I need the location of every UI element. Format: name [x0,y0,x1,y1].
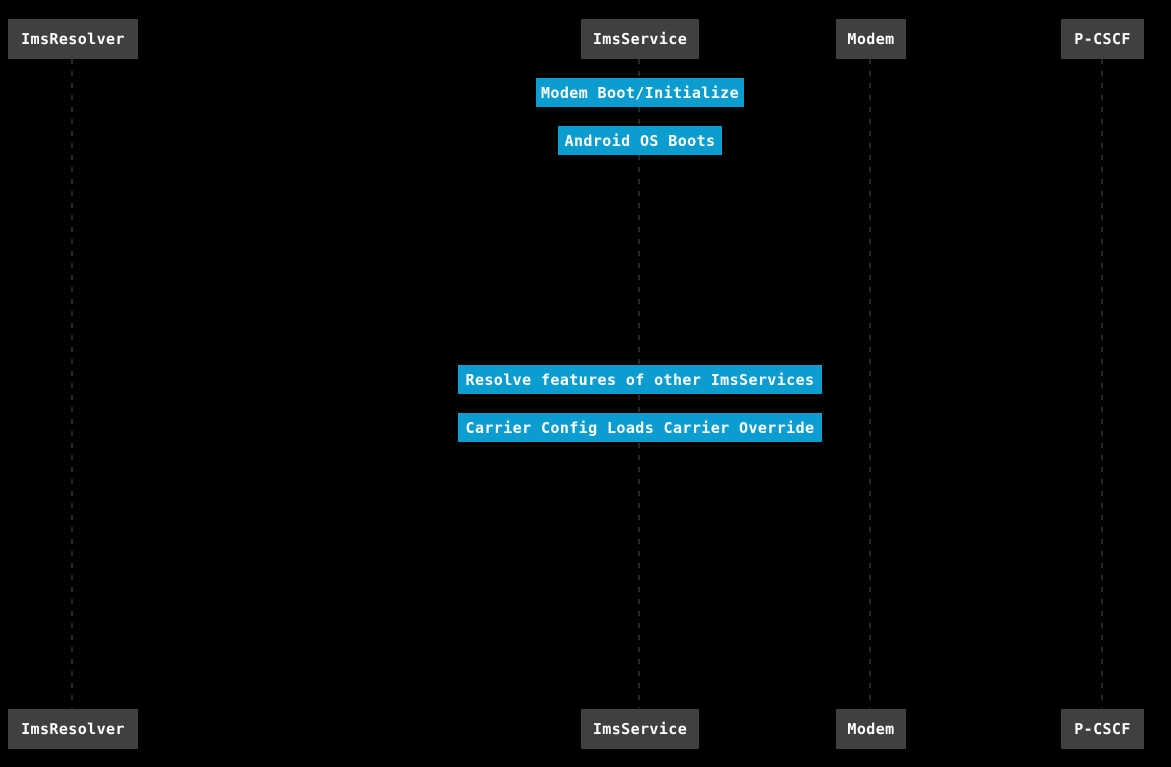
note-modem-boot[interactable]: Modem Boot/Initialize [536,78,744,107]
participant-label: ImsService [592,30,688,48]
participant-ims-service-bottom[interactable]: ImsService [581,709,699,749]
participant-label: P-CSCF [1074,720,1131,738]
participant-label: Modem [847,720,895,738]
participant-label: ImsResolver [21,720,125,738]
note-resolve-features[interactable]: Resolve features of other ImsServices [458,365,822,394]
note-android-boots[interactable]: Android OS Boots [558,126,722,155]
note-carrier-config[interactable]: Carrier Config Loads Carrier Override [458,413,822,442]
participant-p-cscf-bottom[interactable]: P-CSCF [1061,709,1144,749]
participant-modem-bottom[interactable]: Modem [836,709,906,749]
participant-ims-resolver-bottom[interactable]: ImsResolver [8,709,138,749]
participant-modem-top[interactable]: Modem [836,19,906,59]
participant-p-cscf-top[interactable]: P-CSCF [1061,19,1144,59]
participant-ims-service-top[interactable]: ImsService [581,19,699,59]
lifeline-modem [869,59,871,708]
participant-ims-resolver-top[interactable]: ImsResolver [8,19,138,59]
participant-label: Modem [847,30,895,48]
participant-label: ImsService [592,720,688,738]
lifeline-p-cscf [1101,59,1103,708]
participant-label: P-CSCF [1074,30,1131,48]
note-label: Carrier Config Loads Carrier Override [465,418,815,437]
note-label: Modem Boot/Initialize [540,83,740,102]
lifeline-ims-resolver [71,59,73,708]
note-label: Android OS Boots [564,131,716,150]
note-label: Resolve features of other ImsServices [465,370,815,389]
participant-label: ImsResolver [21,30,125,48]
